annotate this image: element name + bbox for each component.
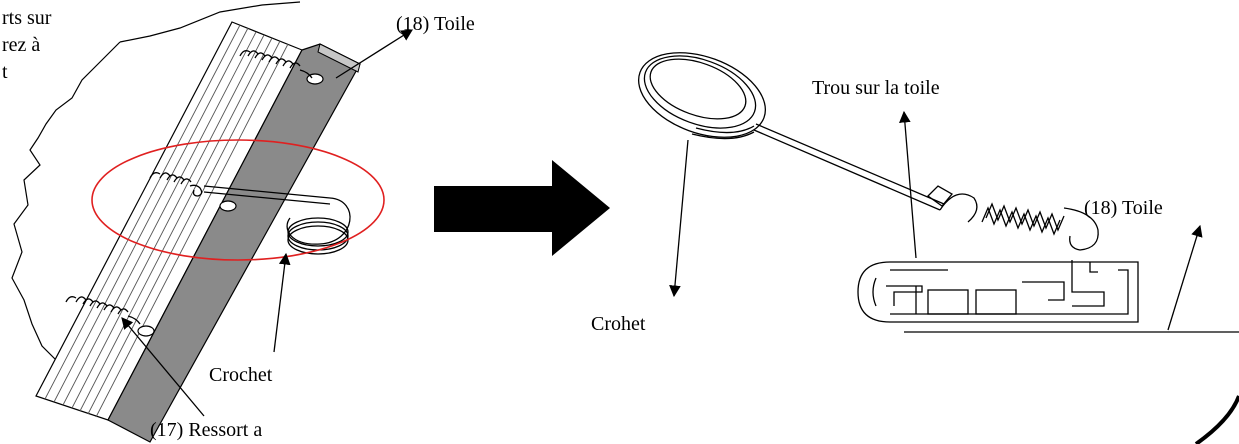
leader-canvas-left <box>335 29 413 79</box>
spring-right <box>926 185 1099 251</box>
highlight-ellipse <box>91 139 385 261</box>
hook-coil-right <box>637 52 767 140</box>
leader-crochet-left <box>273 252 291 353</box>
spring-top <box>239 50 313 79</box>
spring-middle <box>149 172 203 197</box>
hook-rod-right <box>753 123 945 211</box>
partial-label-line2: rez à <box>2 34 40 56</box>
profile-bar-dark <box>107 43 361 443</box>
leader-spring-left <box>121 317 205 417</box>
label-spring-left: (17) Ressort a <box>150 419 262 441</box>
partial-label-line3: t <box>2 61 8 83</box>
label-crochet-left: Crochet <box>209 364 273 386</box>
hook-left <box>203 185 351 255</box>
label-canvas-left: (18) Toile <box>396 13 475 35</box>
hole-middle <box>219 200 237 212</box>
right-view: Trou sur la toile Crohet (18) Toile <box>591 52 1239 444</box>
leader-hole-right <box>899 110 917 259</box>
canvas-torn-edge <box>11 1 301 389</box>
label-crohet-right: Crohet <box>591 313 646 335</box>
spring-bottom <box>65 296 141 325</box>
profile-section-right <box>857 260 1139 323</box>
leader-canvas-right <box>1167 224 1203 331</box>
canvas-curve-right <box>1194 395 1239 444</box>
label-canvas-right: (18) Toile <box>1084 197 1163 219</box>
leader-crohet-right <box>669 139 689 298</box>
hole-bottom <box>137 325 155 337</box>
partial-label-line1: rts sur <box>2 7 52 29</box>
profile-bar-edge <box>317 43 361 73</box>
profile-grooves <box>44 24 289 418</box>
right-arrow-icon <box>434 160 610 256</box>
left-view: rts sur rez à t (18) Toile Crochet (17) … <box>2 1 475 443</box>
label-hole-right: Trou sur la toile <box>812 77 940 99</box>
